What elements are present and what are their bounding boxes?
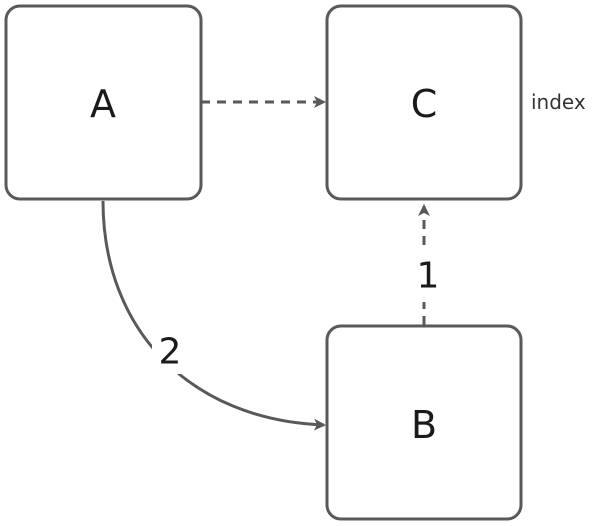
node-c-box bbox=[325, 4, 523, 201]
edge-a-to-b-label-bg bbox=[152, 330, 186, 374]
node-a-box bbox=[4, 4, 203, 201]
node-c[interactable]: C bbox=[325, 4, 523, 201]
node-c-side-label: index bbox=[531, 90, 586, 114]
edge-a-to-b-label: 2 bbox=[159, 332, 182, 373]
node-b-label: B bbox=[411, 403, 437, 447]
edge-b-to-c-label: 1 bbox=[417, 256, 440, 297]
node-b[interactable]: B bbox=[325, 324, 523, 521]
node-b-box bbox=[325, 324, 523, 521]
node-c-label: C bbox=[411, 82, 438, 126]
node-a-label: A bbox=[90, 82, 116, 126]
node-a[interactable]: A bbox=[4, 4, 203, 201]
edge-a-to-b bbox=[101, 200, 326, 431]
edge-b-to-c-label-bg bbox=[410, 250, 444, 302]
